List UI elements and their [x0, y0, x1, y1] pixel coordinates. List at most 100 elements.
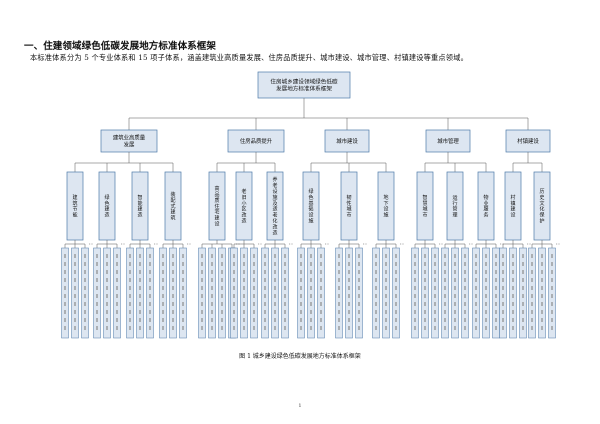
standard-leaf-node	[461, 247, 469, 339]
subsystem-node-label: 老	[241, 188, 246, 195]
subsystem-node-label: 小	[241, 200, 246, 207]
root-node-label: 发展地方标准体系框架	[276, 85, 332, 93]
standard-leaf-node	[345, 247, 353, 339]
subsystem-node-label: 化	[539, 206, 544, 213]
subsystem-node-label: 建	[214, 215, 219, 222]
standard-leaf-node	[548, 247, 556, 339]
subsystem-node-label: 筑	[170, 215, 175, 222]
subsystem-node-label: 筑	[72, 200, 77, 207]
standard-leaf-node	[240, 247, 248, 339]
subsystem-node-label: 高	[214, 185, 219, 192]
root-node	[257, 71, 351, 99]
standard-leaf-node	[218, 247, 226, 339]
subsystem-node-label: 改	[241, 212, 246, 219]
subsystem-node-label: 护	[539, 218, 544, 225]
subsystem-node-label: 改	[272, 223, 277, 230]
subsystem-node-label: 造	[104, 212, 109, 219]
standard-leaf-node	[230, 247, 238, 339]
subsystem-node-label: 下	[383, 201, 388, 207]
subsystem-node-label: 旧	[241, 194, 246, 201]
subsystem-node-label: 城	[422, 206, 427, 213]
root-node-label: 住房城乡建设领域绿色低碳	[270, 77, 338, 85]
subsystem-node-label: 设	[308, 212, 313, 219]
subsystem-node-label: 建	[104, 206, 109, 213]
subsystem-node-label: 住	[214, 203, 219, 210]
standard-leaf-node	[355, 247, 363, 339]
standard-leaf-node	[392, 247, 400, 339]
subsystem-node-label: 基	[308, 200, 313, 207]
subsystem-node-label: 建	[510, 206, 515, 213]
subsystem-node-label: 设	[272, 188, 277, 195]
standard-leaf-node	[297, 247, 305, 339]
subsystem-node-label: 慧	[422, 200, 427, 207]
figure-caption: 图 1 城乡建设绿色低碳发展地方标准体系框架	[239, 353, 361, 360]
subsystem-node-label: 建	[72, 194, 77, 201]
standard-leaf-node	[81, 247, 89, 339]
standard-leaf-node	[307, 247, 315, 339]
subsystem-node-label: 造	[241, 218, 246, 225]
standard-leaf-node	[528, 247, 536, 339]
subsystem-node-label: 行	[452, 200, 457, 207]
subsystem-node-label: 史	[539, 194, 544, 201]
standard-leaf-node	[372, 247, 380, 339]
subsystem-node-label: 能	[72, 212, 77, 219]
subsystem-node-label: 业	[483, 200, 488, 207]
subsystem-node-label: 建	[170, 209, 175, 216]
standard-leaf-node	[492, 247, 500, 339]
standard-leaf-node	[261, 247, 269, 339]
subsystem-node-label: 村	[510, 194, 515, 201]
subsystem-node-label: 保	[539, 212, 544, 219]
subsystem-node-label: 物	[483, 194, 488, 201]
subsystem-node-label: 宅	[214, 209, 219, 216]
standard-leaf-node	[198, 247, 206, 339]
system-node-label: 住房品质提升	[240, 137, 273, 145]
standard-leaf-node	[169, 247, 177, 339]
subsystem-node-label: 文	[539, 200, 544, 207]
subsystem-node-label: 务	[483, 212, 488, 219]
section-heading: 一、住建领域绿色低碳发展地方标准体系框架	[24, 41, 217, 52]
page-number: 1	[298, 403, 302, 409]
system-node-label: 村镇建设	[517, 137, 539, 145]
subsystem-node-label: 服	[483, 207, 488, 213]
standard-leaf-node	[71, 247, 79, 339]
standard-leaf-node	[431, 247, 439, 339]
standard-leaf-node	[335, 247, 343, 339]
subsystem-node-label: 造	[272, 229, 277, 236]
subsystem-node-label: 能	[137, 200, 142, 207]
subsystem-node-label: 绿	[308, 188, 313, 195]
standard-leaf-node	[126, 247, 134, 339]
standard-leaf-node	[113, 247, 121, 339]
subsystem-node-label: 市	[422, 212, 427, 219]
standard-leaf-node	[451, 247, 459, 339]
subsystem-node-label: 设	[510, 212, 515, 219]
standard-leaf-node	[411, 247, 419, 339]
standard-leaf-node	[382, 247, 390, 339]
standard-leaf-node	[499, 247, 507, 339]
standard-leaf-node	[159, 247, 167, 339]
subsystem-node-label: 性	[346, 200, 351, 207]
subsystem-node-label: 节	[72, 207, 77, 213]
standard-leaf-node	[179, 247, 187, 339]
subsystem-node-label: 老	[272, 182, 277, 189]
standard-leaf-node	[271, 247, 279, 339]
subsystem-node-label: 品	[214, 192, 219, 198]
standard-leaf-node	[421, 247, 429, 339]
standard-leaf-node	[538, 247, 546, 339]
standard-leaf-node	[519, 247, 527, 339]
subsystem-node-label: 配	[170, 198, 175, 204]
standard-leaf-node	[93, 247, 101, 339]
subsystem-node-label: 城	[346, 206, 351, 213]
subsystem-node-label: 绿	[104, 194, 109, 201]
subsystem-node-label: 韧	[346, 194, 351, 201]
standard-leaf-node	[103, 247, 111, 339]
subsystem-node-label: 造	[137, 212, 142, 219]
standard-leaf-node	[208, 247, 216, 339]
subsystem-node-label: 设	[214, 220, 219, 227]
subsystem-node-label: 装	[170, 191, 175, 198]
subsystem-node-label: 施	[308, 218, 313, 225]
subsystem-node-label: 运	[452, 194, 457, 201]
subsystem-node-label: 设	[383, 206, 388, 213]
subsystem-node-label: 养	[272, 176, 277, 183]
subsystem-node-label: 化	[272, 218, 277, 225]
subsystem-node-label: 及	[272, 201, 277, 207]
